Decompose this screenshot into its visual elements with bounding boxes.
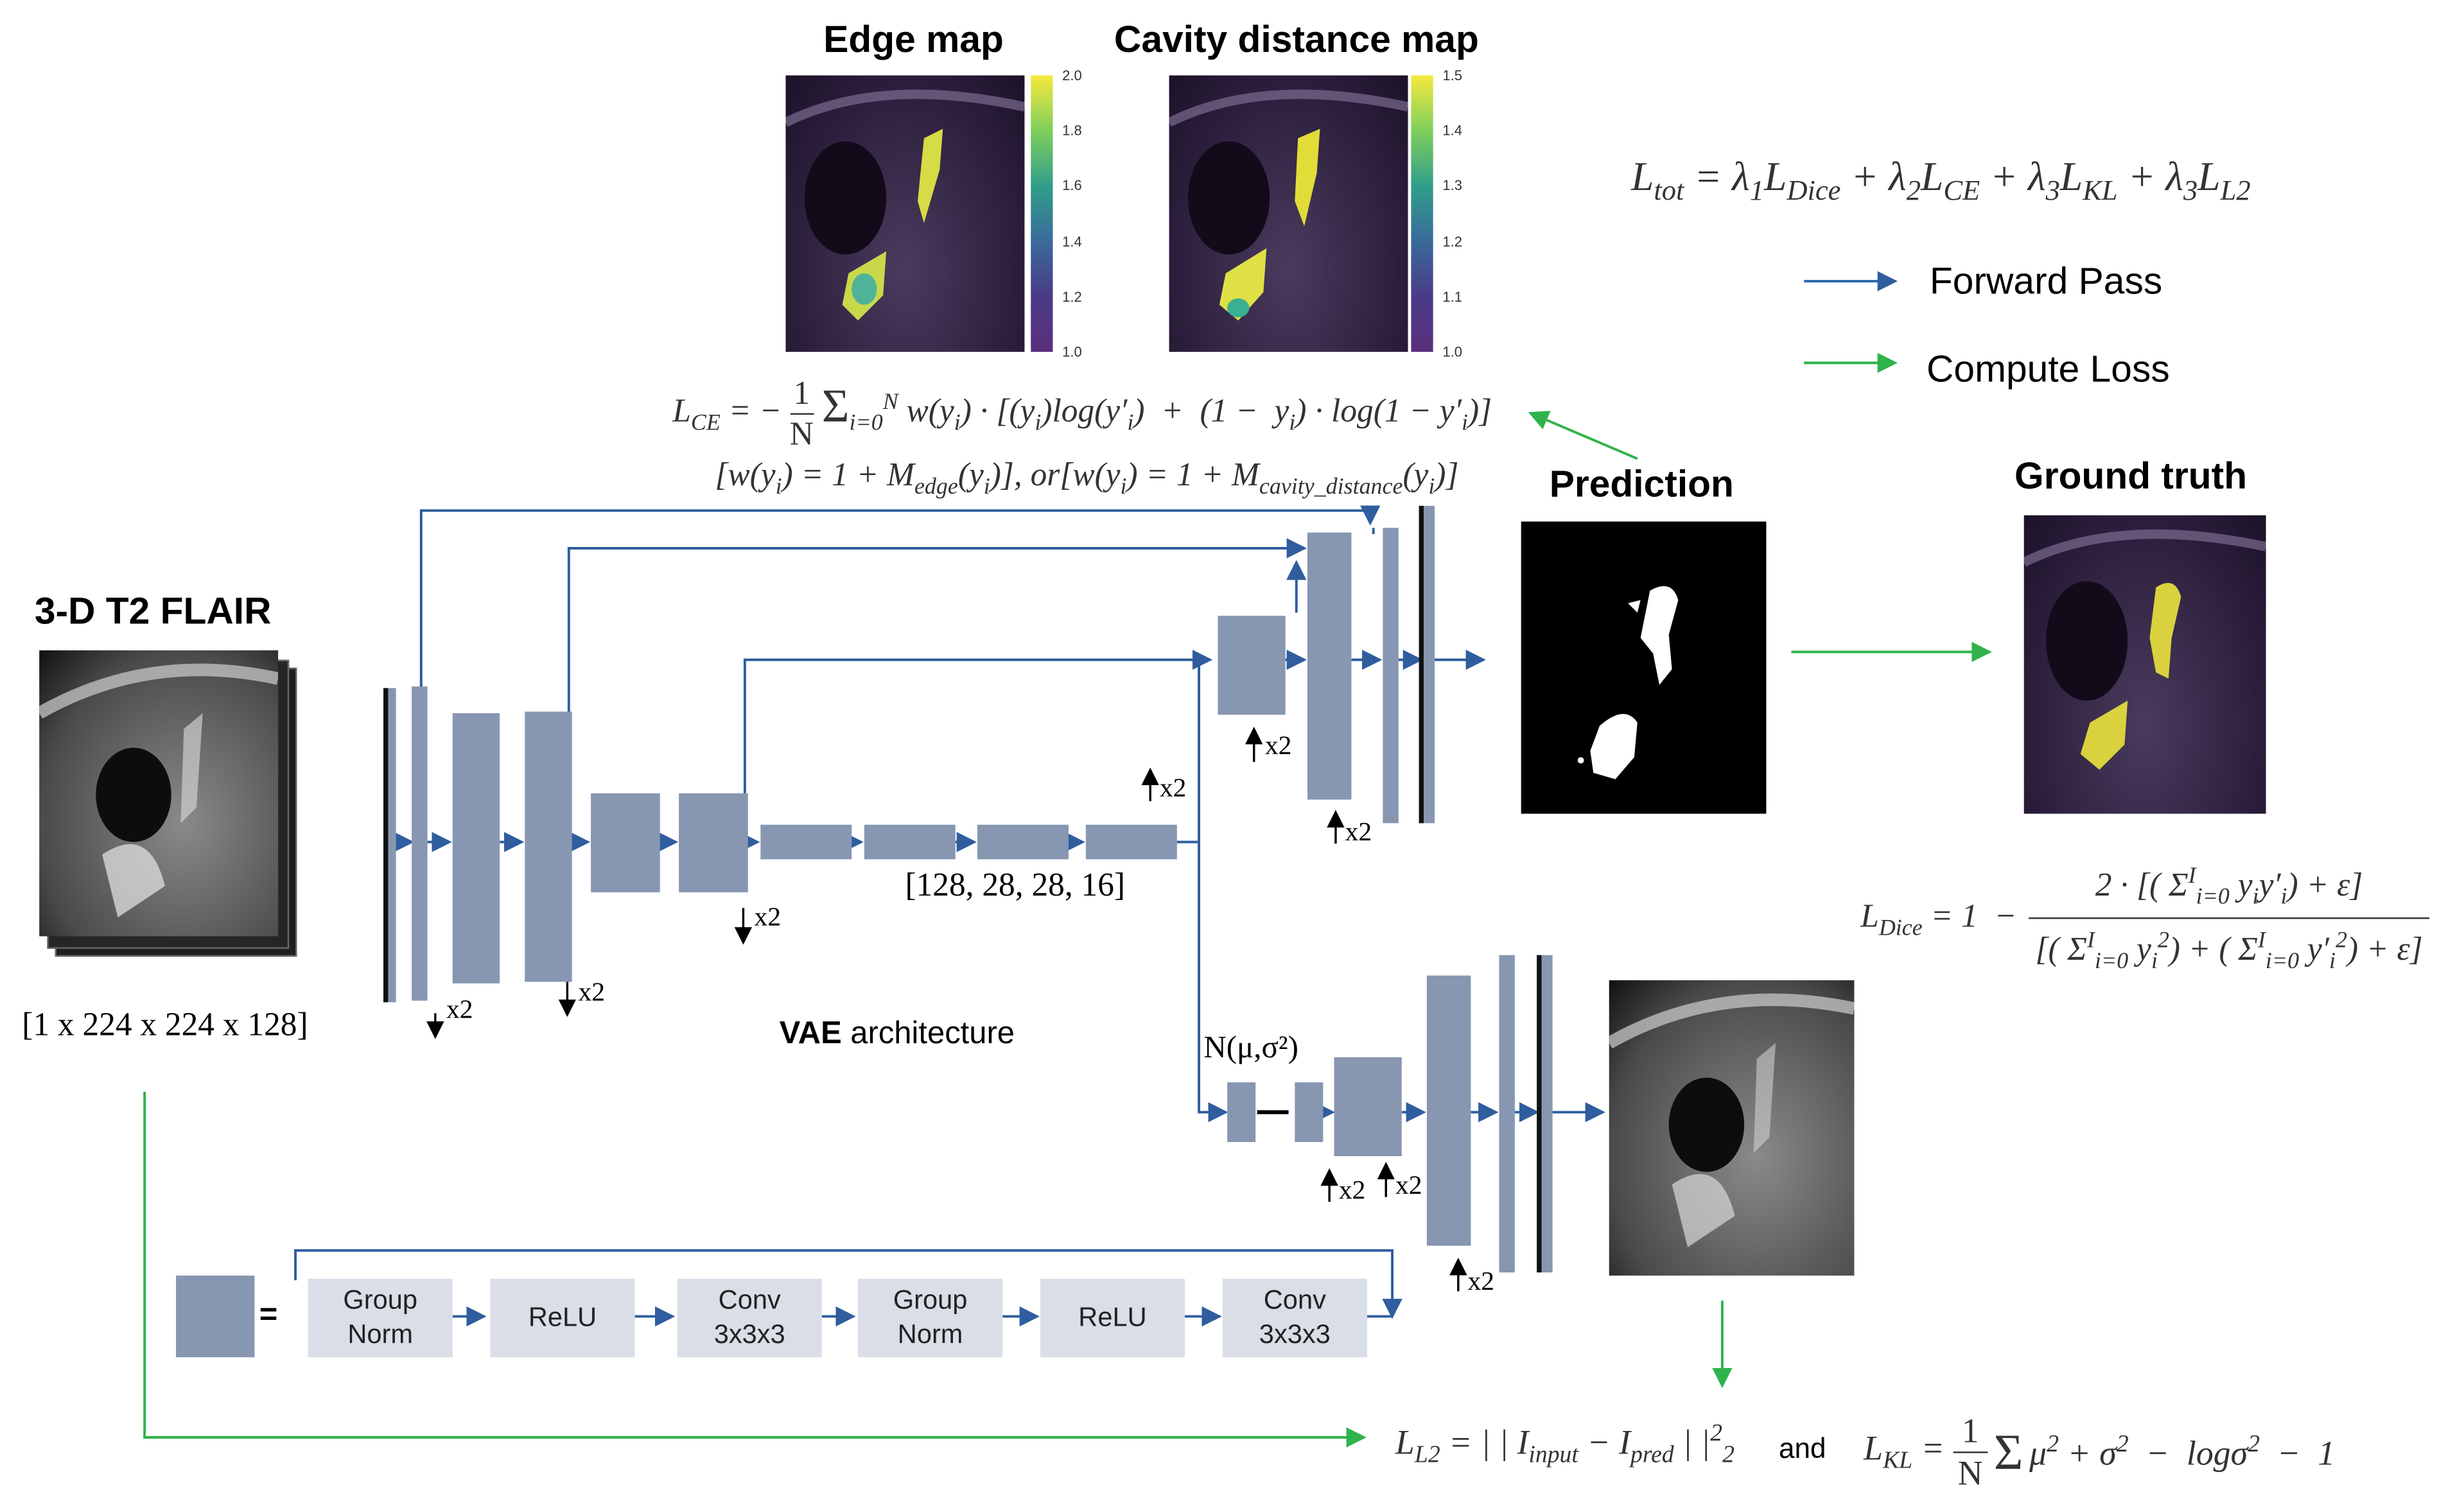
legend-forward-pass: Forward Pass (1929, 261, 2163, 304)
conv-box: Conv 3x3x3 (677, 1278, 822, 1358)
architecture-text: architecture (841, 1016, 1015, 1052)
and-label: and (1779, 1432, 1826, 1464)
prediction-title: Prediction (1549, 463, 1734, 506)
decoder-block (1307, 532, 1352, 800)
cavity-map-title: Cavity distance map (1114, 19, 1479, 62)
relu-box: ReLU (490, 1278, 635, 1358)
edge-map-image (785, 75, 1025, 352)
prediction-image (1521, 521, 1767, 814)
x2-label: x2 (578, 977, 606, 1007)
encoder-block (525, 711, 572, 982)
latent-dims-label: [128, 28, 28, 16] (905, 865, 1126, 904)
x2-label: x2 (1338, 1175, 1366, 1205)
x2-label: x2 (1264, 730, 1292, 761)
vae-architecture-label: VAE architecture (780, 1016, 1015, 1052)
vae-block (1334, 1057, 1402, 1156)
x2-label: x2 (1159, 772, 1187, 803)
group-norm-box: Group Norm (858, 1278, 1003, 1358)
equals-sign: = (259, 1297, 278, 1333)
latent-block (864, 824, 956, 860)
cavity-tick: 1.1 (1442, 289, 1462, 305)
vae-block (1295, 1082, 1324, 1142)
decoder-block (1218, 616, 1286, 715)
edge-tick: 1.0 (1062, 343, 1082, 360)
ground-truth-title: Ground truth (2014, 455, 2248, 498)
x2-label: x2 (754, 901, 782, 932)
cavity-tick: 1.0 (1442, 343, 1462, 360)
edge-tick: 1.2 (1062, 289, 1082, 305)
vae-block (1499, 955, 1515, 1273)
cavity-map-image (1169, 75, 1408, 352)
edge-map-title: Edge map (823, 19, 1004, 62)
edge-tick: 2.0 (1062, 67, 1082, 83)
total-loss-formula: Ltot = λ1LDice + λ2LCE + λ3LKL + λ3LL2 (1630, 153, 2251, 207)
conv-box: Conv 3x3x3 (1222, 1278, 1367, 1358)
latent-block (977, 824, 1069, 860)
latent-block (760, 824, 852, 860)
decoder-block (1383, 528, 1399, 824)
encoder-block (679, 793, 748, 892)
block-legend-swatch (176, 1275, 255, 1358)
encoder-block (383, 688, 396, 1003)
input-dims-label: [1 x 224 x 224 x 128] (22, 1005, 308, 1043)
x2-label: x2 (1467, 1266, 1495, 1296)
vae-bold: VAE (779, 1016, 842, 1052)
edge-tick: 1.8 (1062, 122, 1082, 139)
cavity-tick: 1.5 (1442, 67, 1462, 83)
cavity-tick: 1.4 (1442, 122, 1462, 139)
group-norm-box: Group Norm (308, 1278, 453, 1358)
ce-weight-formula: [w(yi) = 1 + Medge(yi)], or[w(yi) = 1 + … (715, 455, 1459, 500)
input-title: 3-D T2 FLAIR (34, 591, 272, 634)
decoder-output-block (1419, 505, 1435, 824)
l2-loss-formula: LL2 = | | Iinput − Ipred | |22 (1395, 1420, 1734, 1469)
normal-distribution-label: N(μ,σ²) (1203, 1030, 1298, 1066)
dice-loss-formula: LDice = 1 − 2 · [( ΣIi=0 yiy′i) + ε] [( … (1860, 864, 2429, 976)
legend-compute-loss: Compute Loss (1927, 349, 2170, 392)
edge-colorbar (1031, 75, 1053, 352)
encoder-block (452, 713, 500, 984)
cavity-tick: 1.2 (1442, 234, 1462, 250)
relu-box: ReLU (1040, 1278, 1185, 1358)
latent-block (1085, 824, 1177, 860)
x2-label: x2 (1395, 1170, 1422, 1200)
ground-truth-image (2023, 515, 2266, 814)
encoder-block (412, 686, 428, 1001)
x2-label: x2 (1345, 817, 1372, 847)
edge-tick: 1.6 (1062, 177, 1082, 193)
vae-block (1426, 975, 1471, 1246)
cavity-tick: 1.3 (1442, 177, 1462, 193)
vae-output-block (1537, 955, 1553, 1273)
vae-block (1227, 1082, 1256, 1142)
edge-tick: 1.4 (1062, 234, 1082, 250)
encoder-block (591, 793, 660, 892)
cavity-colorbar (1411, 75, 1433, 352)
x2-label: x2 (446, 994, 473, 1025)
input-image (39, 650, 279, 937)
reconstruction-image (1609, 980, 1855, 1276)
